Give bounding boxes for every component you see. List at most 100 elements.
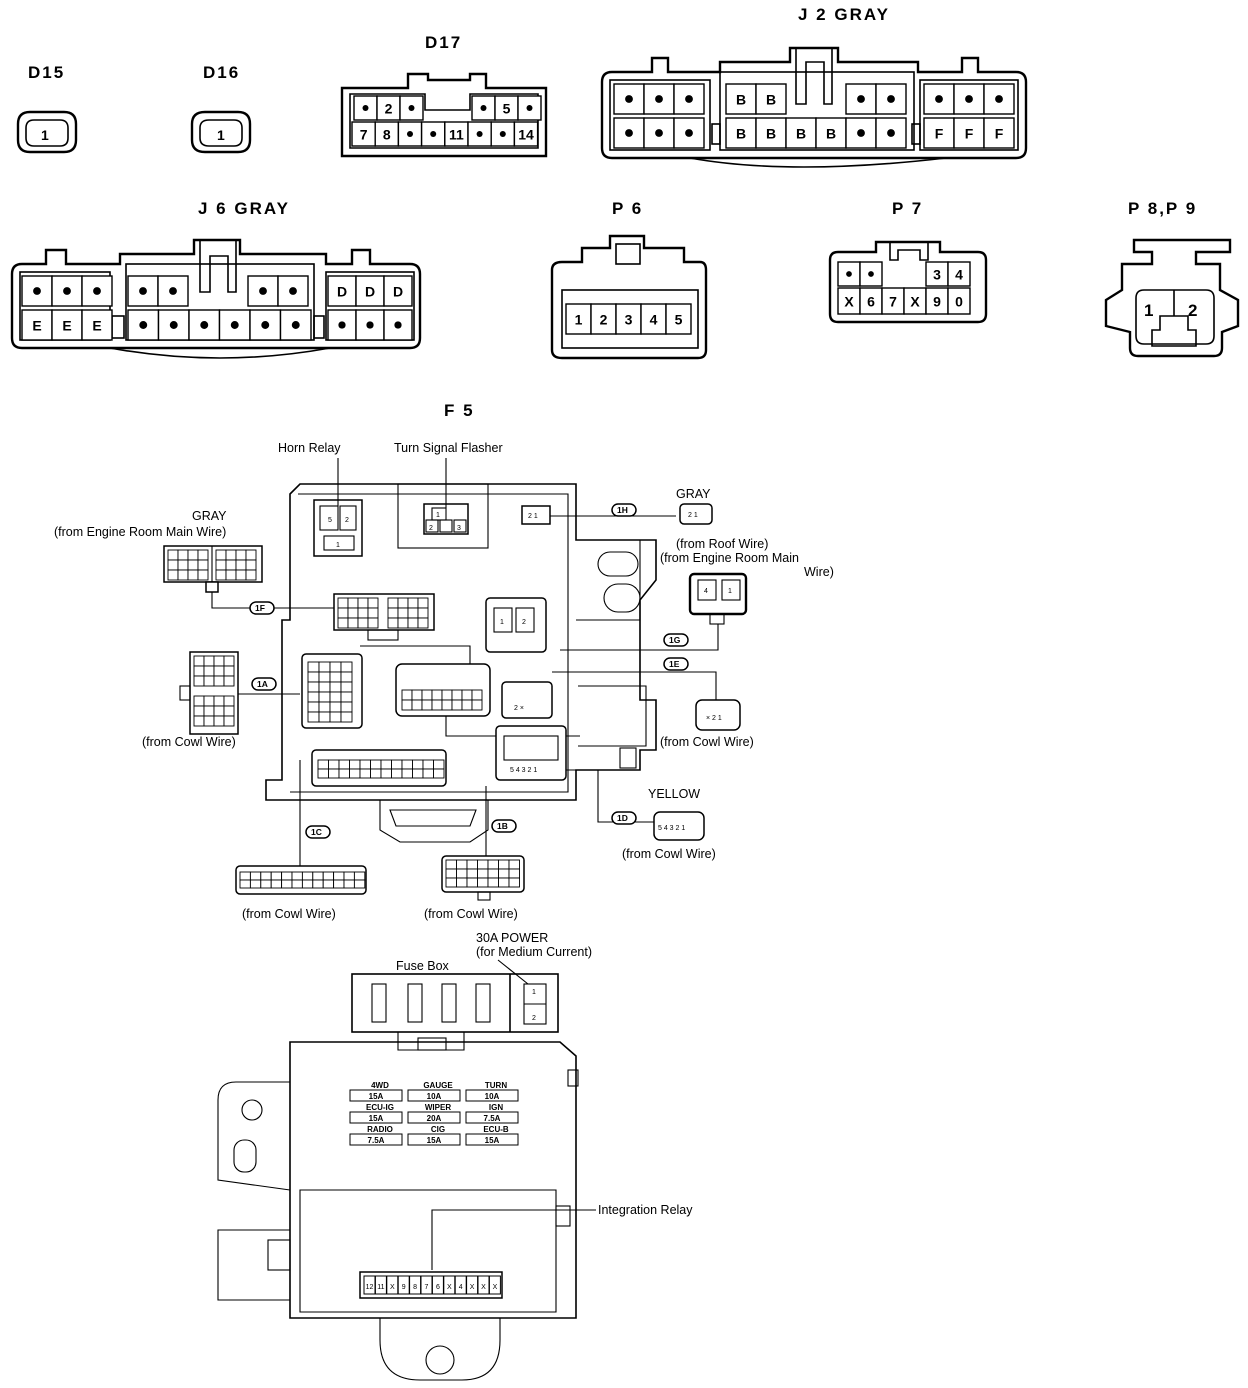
relay-pin-11: X (493, 1284, 498, 1291)
d15-pin-1: 1 (41, 127, 49, 143)
relay-pin-0: 12 (366, 1284, 374, 1291)
j6-title: J 6 GRAY (198, 199, 290, 218)
fuse-box-panel: 30A POWER (for Medium Current) Fuse Box … (217, 931, 693, 1381)
integration-relay-label: Integration Relay (598, 1203, 693, 1217)
j2-mb-2: B (796, 126, 806, 142)
from-cowl-wire-yellow: (from Cowl Wire) (622, 847, 716, 861)
tag-1c: 1C (311, 827, 322, 837)
relay-pin-5: 7 (425, 1284, 429, 1291)
j2-rt-0 (935, 95, 943, 103)
relay-pin-4: 8 (413, 1284, 417, 1291)
connector-d15: D15 1 (16, 63, 78, 154)
d17-bot-2 (406, 130, 414, 138)
tag-1f: 1F (255, 603, 265, 613)
svg-text:1: 1 (728, 588, 732, 595)
p6-pin-4: 5 (675, 312, 683, 328)
tag-1a: 1A (257, 679, 268, 689)
connector-p8-p9: P 8,P 9 1 2 (1104, 199, 1240, 358)
svg-text:1: 1 (436, 512, 440, 519)
j2-rt-1 (965, 95, 973, 103)
j2-mb-0: B (736, 126, 746, 142)
j2-lb-0 (625, 129, 633, 137)
j2-rb-2: F (995, 126, 1004, 142)
j6-rb-0 (338, 321, 346, 329)
fuse-rating-5: 7.5A (484, 1114, 501, 1123)
fuse-rating-4: 20A (427, 1114, 442, 1123)
j6-lb-1: E (62, 318, 71, 334)
tag-1b: 1B (497, 821, 508, 831)
j6-rt-2: D (393, 284, 403, 300)
fuse-name-4: WIPER (425, 1103, 451, 1112)
fuse-rating-6: 7.5A (368, 1136, 385, 1145)
d17-top-r-0 (480, 105, 487, 111)
d17-top-2 (408, 105, 415, 111)
p7-top-0 (846, 271, 852, 277)
p7-bot-0: X (844, 294, 854, 310)
p7-bot-3: X (910, 294, 920, 310)
j2-mt-1: B (766, 92, 776, 108)
fuse-rating-1: 10A (427, 1092, 442, 1101)
j2-lb-1 (655, 129, 663, 137)
j2-rt-2 (995, 95, 1003, 103)
svg-text:2: 2 (522, 619, 526, 626)
d15-title: D15 (28, 63, 65, 82)
fuse-box-label: Fuse Box (396, 959, 450, 973)
yellow-label: YELLOW (648, 787, 700, 801)
tag-1d: 1D (617, 813, 628, 823)
svg-text:2: 2 (345, 517, 349, 524)
d17-bot-0: 7 (360, 127, 368, 143)
j6-mb-4 (261, 321, 270, 329)
d17-bot-3 (430, 130, 437, 138)
fuse-name-3: ECU-IG (366, 1103, 394, 1112)
j6-mb-3 (230, 321, 239, 329)
tag-1g: 1G (669, 635, 681, 645)
fuse-rating-8: 15A (485, 1136, 500, 1145)
d17-top-0 (362, 105, 369, 111)
fuse-name-5: IGN (489, 1103, 503, 1112)
from-cowl-wire-bottom-left: (from Cowl Wire) (242, 907, 336, 921)
j6-rt-1: D (365, 284, 375, 300)
j2-mb-4 (857, 129, 865, 137)
d17-top-1: 2 (385, 101, 393, 117)
fuse-rating-3: 15A (369, 1114, 384, 1123)
j6-mb-1 (169, 321, 178, 329)
power-pin-1: 1 (532, 989, 536, 996)
p8p9-title: P 8,P 9 (1128, 199, 1197, 218)
j6-lb-2: E (92, 318, 101, 334)
fuse-rating-2: 10A (485, 1092, 500, 1101)
j6-rb-2 (394, 321, 402, 329)
j6-mt-0 (139, 287, 147, 295)
svg-text:× 2 1: × 2 1 (706, 715, 722, 722)
gray-left-label: GRAY (192, 509, 227, 523)
from-cowl-wire-left: (from Cowl Wire) (142, 735, 236, 749)
power-pin-2: 2 (532, 1015, 536, 1022)
connector-d16: D16 1 (190, 63, 252, 154)
p7-title: P 7 (892, 199, 923, 218)
fuse-name-7: CIG (431, 1125, 445, 1134)
fuse-name-2: TURN (485, 1081, 507, 1090)
p7-topr-1: 4 (955, 267, 963, 283)
d16-pin-1: 1 (217, 127, 225, 143)
p8p9-pin-2: 2 (1188, 301, 1197, 320)
j6-mtr-1 (289, 287, 297, 295)
from-engine-room-main-wire-right-1: (from Engine Room Main (660, 551, 799, 565)
relay-pin-6: 6 (436, 1284, 440, 1291)
j6-mb-5 (291, 321, 300, 329)
relay-pin-10: X (481, 1284, 486, 1291)
p6-pin-0: 1 (575, 312, 583, 328)
svg-text:3: 3 (457, 525, 461, 532)
from-engine-room-main-wire-right-2: Wire) (804, 565, 834, 579)
gray-right-label: GRAY (676, 487, 711, 501)
svg-text:5 4 3 2 1: 5 4 3 2 1 (510, 767, 537, 774)
d17-bot-4: 11 (449, 127, 464, 143)
svg-text:5 4 3 2 1: 5 4 3 2 1 (658, 825, 685, 832)
d17-top-r-2 (526, 105, 533, 111)
j6-lt-0 (33, 287, 41, 295)
f5-title: F 5 (444, 401, 475, 420)
p6-pin-1: 2 (600, 312, 608, 328)
j2-mt-0: B (736, 92, 746, 108)
